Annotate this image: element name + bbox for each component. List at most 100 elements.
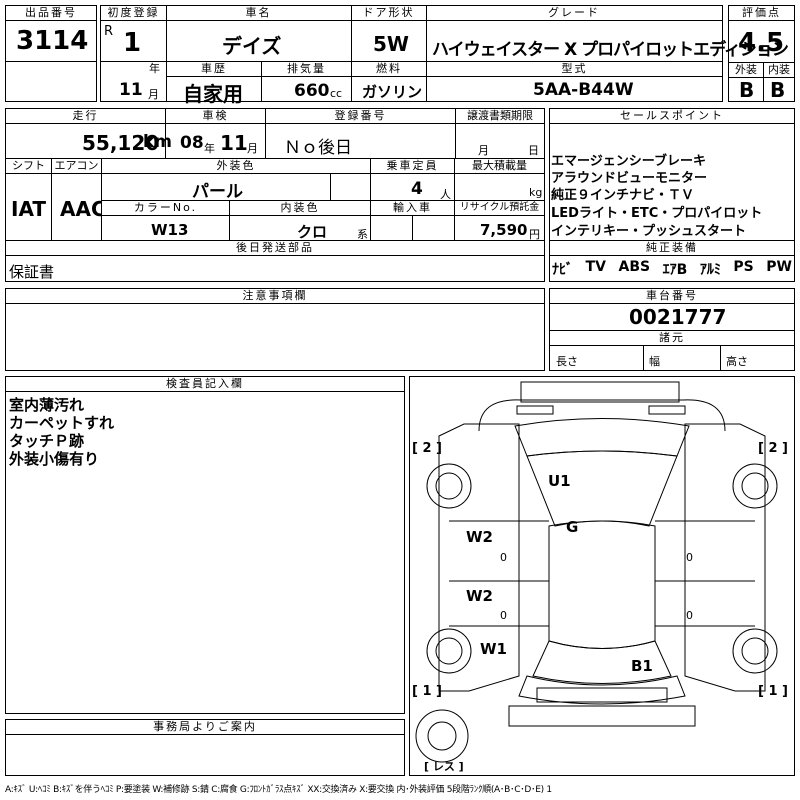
divider [265,108,266,158]
recycle: 7,590 [480,221,528,239]
model-label: 型式 [427,62,722,77]
color-no-label: カラーNo. [102,201,229,216]
registration: Ｎｏ後日 [284,138,352,158]
car-name-label: 車名 [166,6,351,21]
dims-label: 諸元 [550,331,794,346]
mark-w1: W1 [480,640,507,658]
divider [412,215,413,240]
history-label: 車歴 [167,62,261,77]
office-label: 事務局よりご案内 [6,720,404,735]
displacement-label: 排気量 [262,62,351,77]
first-reg-month: 11 [119,80,143,100]
inspector-line: カーペットすれ [9,414,115,432]
mark-w2-front: W2 [466,528,493,546]
ac: AAC [60,197,106,221]
mileage-unit: km [143,132,173,152]
divider [101,158,102,240]
chassis-number: 0021777 [629,305,727,329]
equipment-item: TV [585,259,606,275]
recycle-label: リサイクル預託金 [455,201,544,216]
lot-number: 3114 [16,26,89,56]
mark-w2-rear: W2 [466,587,493,605]
equipment-item: ABS [618,259,651,275]
ext-color-label: 外装色 [102,159,370,174]
wheel [732,463,778,509]
mark-front-right: [ 2 ] [758,441,788,456]
equipment-item: PW [766,259,792,275]
equipment-item: PS [733,259,754,275]
divider [549,330,795,331]
sales-box [549,108,795,282]
divider [643,345,644,371]
rear-plate [508,705,696,727]
first-reg-year: 1 [123,28,142,58]
shift-label: シフト [6,159,51,174]
sales-label: セールスポイント [550,109,794,124]
fuel: ガソリン [362,83,423,101]
exterior-label: 外装 [729,63,763,78]
int-color: クロ [297,223,328,241]
interior-label: 内装 [764,63,794,78]
chassis-label: 車台番号 [550,289,794,304]
chassis-box [549,288,795,371]
sales-line: インテリキー・プッシュスタート [551,224,747,239]
divider [454,158,455,240]
mark-zero: 0 [686,551,693,564]
divider [261,62,262,102]
fuel-label: 燃料 [352,62,426,77]
inspection-year-unit: 年 [204,142,215,155]
capacity: 4 [411,179,423,199]
divider [549,240,795,241]
info-table [5,108,545,282]
divider [330,174,331,200]
mark-zero: 0 [686,609,693,622]
divider [720,345,721,371]
sales-line: エマージェンシーブレーキ [551,154,706,169]
mark-rear-left: [ 1 ] [412,684,442,699]
inspector-box [5,376,405,714]
divider [165,108,166,158]
import-label: 輸入車 [371,201,454,216]
equipment-item: ｱﾙﾐ [699,262,721,278]
load-label: 最大積載量 [455,159,544,174]
sales-line: 純正９インチナビ・ＴＶ [551,188,695,203]
load-unit: kg [529,186,543,199]
mark-rear-right: [ 1 ] [758,684,788,699]
ext-color: パール [192,182,243,202]
wheel-hub [741,472,769,500]
inspector-line: 室内薄汚れ [9,396,85,414]
displacement-unit: cc [330,87,343,100]
color-no: W13 [151,221,189,239]
divider [5,61,97,62]
header-table [100,5,723,102]
divider [101,200,545,201]
history: 自家用 [183,82,243,106]
int-color-unit: 系 [357,228,368,241]
later-parts: 保証書 [9,263,55,281]
wheel-hub [435,637,463,665]
lot-label: 出品番号 [6,6,96,21]
height-label: 高さ [726,355,748,368]
ac-label: エアコン [52,159,101,174]
inspector-label: 検査員記入欄 [6,377,404,392]
divider [370,158,371,240]
front-outline [478,399,726,432]
front-grille-right [648,405,686,415]
mark-zero: 0 [500,551,507,564]
transfer-label: 譲渡書類期限 [456,109,544,124]
score-box [728,5,795,102]
inspector-line: タッチＰ跡 [9,432,85,450]
width-label: 幅 [649,355,660,368]
displacement: 660 [294,81,330,101]
divider [455,108,456,158]
transfer-month-unit: 月 [478,144,489,157]
mark-u1: U1 [548,472,571,490]
rear-window [532,640,672,684]
inspection-year: 08 [180,133,204,153]
roof [548,520,656,649]
divider [426,5,427,102]
door-type: 5W [373,32,409,56]
divider [763,62,764,102]
capacity-label: 乗車定員 [371,159,454,174]
divider [166,5,167,102]
